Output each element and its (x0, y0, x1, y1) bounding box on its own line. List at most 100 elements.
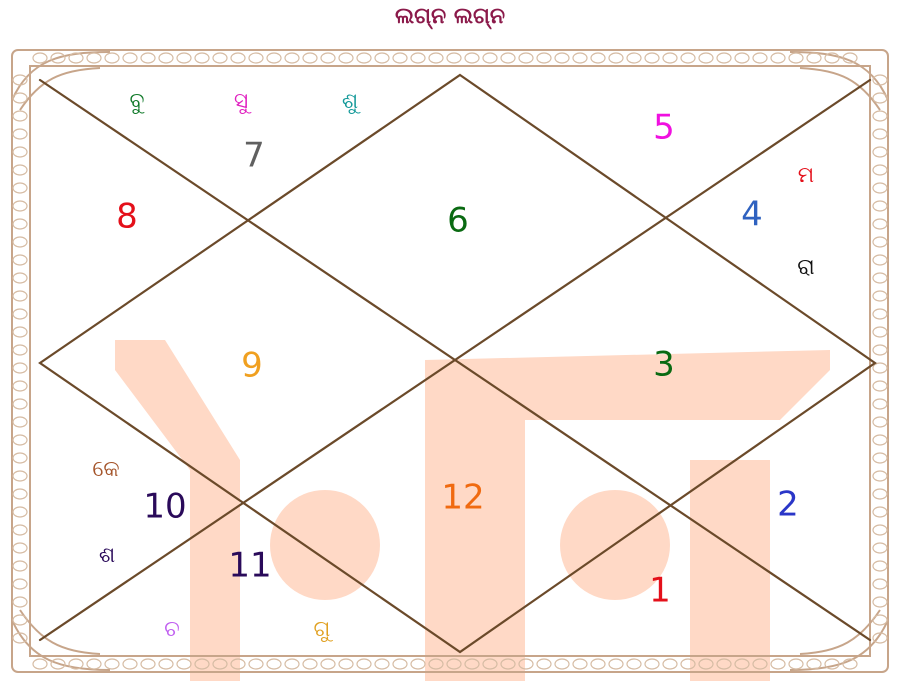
border-scallop (13, 417, 27, 427)
border-scallop (303, 53, 317, 63)
border-scallop (573, 659, 587, 669)
border-scallop (771, 53, 785, 63)
border-scallop (321, 659, 335, 669)
border-scallop (873, 345, 887, 355)
border-scallop (13, 579, 27, 589)
border-scallop (411, 53, 425, 63)
border-scallop (447, 53, 461, 63)
border-scallop (159, 659, 173, 669)
border-scallop (13, 327, 27, 337)
border-scallop (13, 597, 27, 607)
border-scallop (213, 53, 227, 63)
border-scallop (141, 53, 155, 63)
border-scallop (393, 53, 407, 63)
house-number-2: 2 (777, 485, 799, 525)
border-scallop (357, 53, 371, 63)
border-scallop (645, 53, 659, 63)
border-scallop (609, 53, 623, 63)
border-scallop (873, 471, 887, 481)
border-scallop (873, 417, 887, 427)
border-scallop (13, 471, 27, 481)
border-scallop (13, 291, 27, 301)
border-scallop (13, 309, 27, 319)
border-scallop (873, 525, 887, 535)
border-scallop (159, 53, 173, 63)
house-number-6: 6 (447, 201, 469, 241)
house-number-3: 3 (653, 345, 675, 385)
kundli-chart: 1 2 3 4 5 6 7 8 9 10 11 12 ବୁ ସୁ ଶୁ ମ ରା… (0, 40, 900, 681)
border-scallop (141, 659, 155, 669)
border-scallop (13, 237, 27, 247)
border-scallop (249, 659, 263, 669)
border-scallop (873, 219, 887, 229)
border-scallop (555, 53, 569, 63)
planet-label-rahu: ରା (797, 255, 815, 280)
border-scallop (87, 53, 101, 63)
border-scallop (873, 129, 887, 139)
border-scallop (33, 53, 47, 63)
border-scallop (873, 615, 887, 625)
border-scallop (483, 53, 497, 63)
planet-label-guru: ଗୁ (314, 617, 334, 642)
border-scallop (873, 255, 887, 265)
border-scallop (591, 53, 605, 63)
border-scallop (789, 53, 803, 63)
house-number-10: 10 (143, 487, 186, 527)
border-scallop (873, 435, 887, 445)
border-scallop (13, 201, 27, 211)
border-scallop (873, 543, 887, 553)
border-scallop (591, 659, 605, 669)
border-scallop (393, 659, 407, 669)
border-scallop (501, 53, 515, 63)
border-scallop (13, 273, 27, 283)
border-scallop (429, 53, 443, 63)
border-scallop (609, 659, 623, 669)
house-number-4: 4 (741, 195, 763, 235)
border-scallop (873, 93, 887, 103)
border-scallop (537, 659, 551, 669)
border-scallop (873, 201, 887, 211)
border-scallop (873, 273, 887, 283)
planet-label-budha: ବୁ (129, 89, 144, 114)
border-scallop (681, 53, 695, 63)
house-number-9: 9 (241, 346, 263, 386)
border-scallop (873, 183, 887, 193)
border-scallop (771, 659, 785, 669)
border-scallop (873, 165, 887, 175)
border-scallop (873, 237, 887, 247)
border-scallop (519, 53, 533, 63)
border-scallop (873, 597, 887, 607)
border-scallop (13, 615, 27, 625)
border-scallop (13, 399, 27, 409)
border-scallop (231, 53, 245, 63)
border-scallop (357, 659, 371, 669)
border-scallop (573, 53, 587, 63)
border-scallop (873, 489, 887, 499)
border-scallop (537, 53, 551, 63)
house-number-11: 11 (228, 546, 271, 586)
border-scallop (13, 111, 27, 121)
border-scallop (873, 327, 887, 337)
border-scallop (645, 659, 659, 669)
border-scallop (807, 53, 821, 63)
border-scallop (873, 363, 887, 373)
border-scallop (555, 659, 569, 669)
border-scallop (13, 489, 27, 499)
house-number-1: 1 (649, 571, 671, 611)
border-scallop (873, 579, 887, 589)
border-scallop (249, 53, 263, 63)
border-scallop (735, 53, 749, 63)
border-scallop (873, 507, 887, 517)
border-scallop (285, 659, 299, 669)
border-scallop (13, 453, 27, 463)
house-number-8: 8 (116, 197, 138, 237)
planet-label-ketu: କେ (92, 457, 119, 482)
border-scallop (717, 53, 731, 63)
border-scallop (789, 659, 803, 669)
border-scallop (267, 53, 281, 63)
border-scallop (13, 507, 27, 517)
border-scallop (13, 435, 27, 445)
border-scallop (13, 525, 27, 535)
planet-label-chandra: ଚ (164, 617, 180, 642)
border-scallop (303, 659, 317, 669)
